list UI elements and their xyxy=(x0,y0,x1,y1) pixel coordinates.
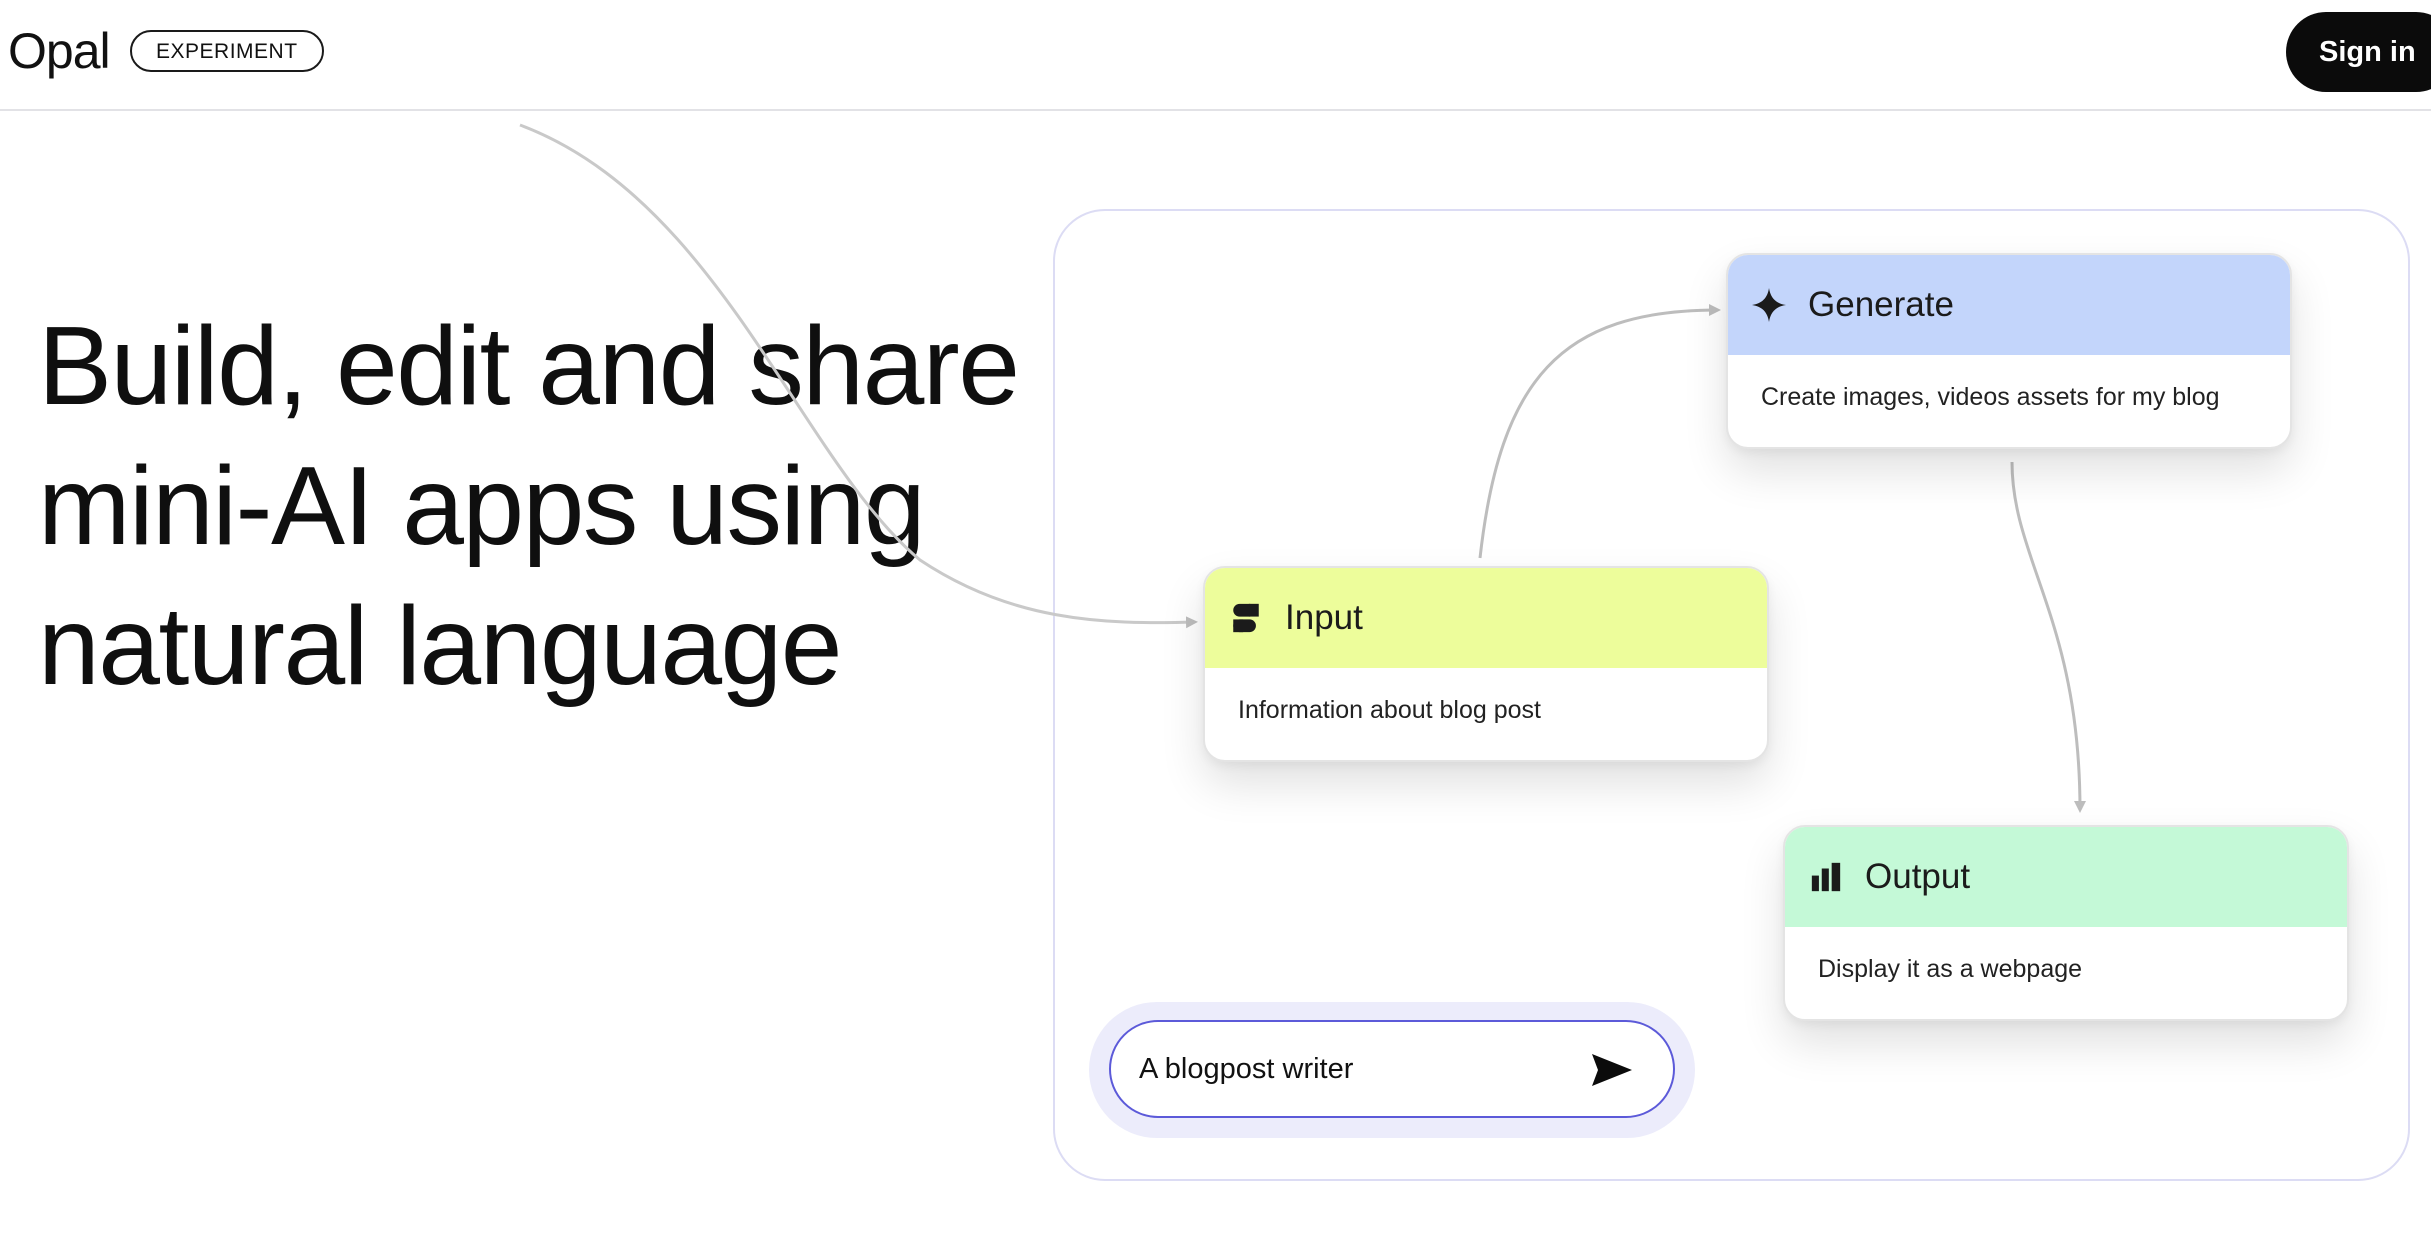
opal-logo[interactable]: Opal xyxy=(8,23,111,79)
generate-node[interactable]: Generate Create images, videos assets fo… xyxy=(1726,253,2292,449)
generate-node-description: Create images, videos assets for my blog xyxy=(1761,383,2220,411)
prompt-focus-ring: A blogpost writer xyxy=(1089,1002,1695,1138)
experiment-badge: EXPERIMENT xyxy=(130,30,324,72)
output-node-header: Output xyxy=(1785,827,2347,927)
output-node-title: Output xyxy=(1865,857,1971,896)
prompt-input-value[interactable]: A blogpost writer xyxy=(1139,1053,1354,1085)
output-node-description: Display it as a webpage xyxy=(1818,955,2083,983)
input-node-title: Input xyxy=(1285,598,1363,637)
hero-headline: Build, edit and share mini-AI apps using… xyxy=(38,304,1020,708)
top-bar: Opal EXPERIMENT Sign in xyxy=(0,0,2431,111)
input-icon xyxy=(1233,603,1259,633)
send-icon[interactable] xyxy=(1591,1052,1633,1088)
generate-node-title: Generate xyxy=(1808,285,1954,324)
generate-node-header: Generate xyxy=(1728,255,2290,355)
output-node[interactable]: Output Display it as a webpage xyxy=(1783,825,2349,1021)
input-node-description: Information about blog post xyxy=(1238,696,1541,724)
bar-chart-icon xyxy=(1811,862,1841,892)
prompt-input[interactable]: A blogpost writer xyxy=(1109,1020,1675,1118)
input-node[interactable]: Input Information about blog post xyxy=(1203,566,1769,762)
sparkle-icon xyxy=(1752,288,1786,322)
sign-in-button[interactable]: Sign in xyxy=(2286,12,2431,92)
input-node-header: Input xyxy=(1205,568,1767,668)
